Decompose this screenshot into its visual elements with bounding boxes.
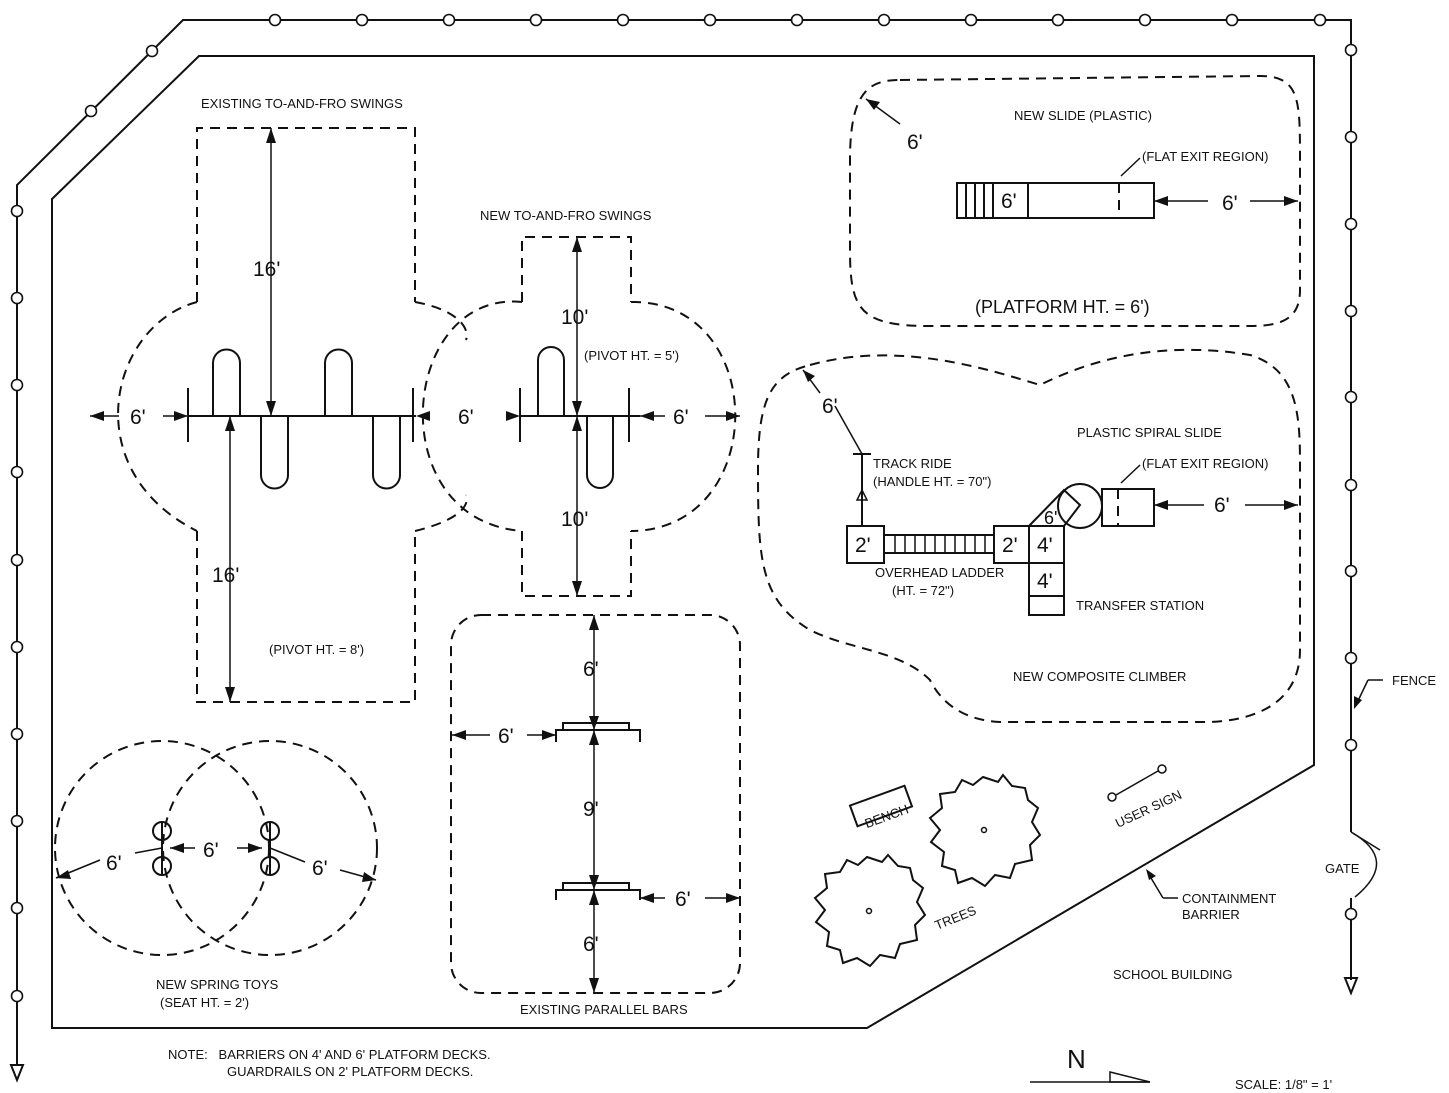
fence-end-arrow-left — [9, 1064, 25, 1083]
platform-ht-label: (PLATFORM HT. = 6') — [975, 297, 1150, 317]
bench — [848, 784, 914, 828]
dim-6-left: 6' — [130, 406, 146, 429]
dim-2-ladder-right: 2' — [1002, 534, 1018, 557]
dim-6-spring-right: 6' — [312, 857, 328, 880]
parallel-bars-label: EXISTING PARALLEL BARS — [520, 1002, 688, 1017]
new-slide-label: NEW SLIDE (PLASTIC) — [1014, 108, 1152, 123]
dim-6-bars-top: 6' — [583, 658, 599, 681]
new-swings-label: NEW TO-AND-FRO SWINGS — [480, 208, 652, 223]
fence-posts — [10, 13, 1358, 1003]
fence — [9, 13, 1359, 1083]
new-slide — [849, 74, 1301, 327]
dim-6-spring-middle: 6' — [203, 839, 219, 862]
track-ride-label: TRACK RIDE — [873, 456, 952, 471]
dimension-labels: 16' 16' 6' 6' 6' 10' 10' 6' 6' 6' 6' 6' … — [106, 131, 1238, 956]
gate-label: GATE — [1325, 861, 1360, 876]
dim-6-spiral-exit: 6' — [1214, 494, 1230, 517]
note-line-2: GUARDRAILS ON 2' PLATFORM DECKS. — [227, 1064, 473, 1079]
dim-6-spiral-deck: 6' — [1044, 508, 1057, 528]
scale-label: SCALE: 1/8" = 1' — [1235, 1077, 1332, 1092]
dim-10-lower: 10' — [561, 508, 588, 531]
dim-16-lower: 16' — [212, 564, 239, 587]
containment-label-2: BARRIER — [1182, 907, 1240, 922]
dim-6-bars-bottom: 6' — [583, 933, 599, 956]
dim-6-slide-corner: 6' — [907, 131, 923, 154]
dim-6-middle: 6' — [458, 406, 474, 429]
trees-label: TREES — [933, 903, 979, 933]
bench-label: BENCH — [863, 801, 911, 831]
pivot-ht-5-label: (PIVOT HT. = 5') — [584, 348, 679, 363]
dim-6-slide-deck: 6' — [1001, 190, 1017, 213]
spring-toys-label: NEW SPRING TOYS — [156, 977, 279, 992]
handle-ht-label: (HANDLE HT. = 70") — [873, 474, 991, 489]
user-sign — [1107, 764, 1167, 802]
pivot-ht-8-label: (PIVOT HT. = 8') — [269, 642, 364, 657]
dim-9-bars: 9' — [583, 798, 599, 821]
new-swings — [421, 236, 740, 597]
dim-6-spring-left: 6' — [106, 852, 122, 875]
dim-6-right: 6' — [673, 406, 689, 429]
seat-ht-label: (SEAT HT. = 2') — [160, 995, 249, 1010]
containment-barrier — [51, 55, 1315, 1029]
composite-climber-label: NEW COMPOSITE CLIMBER — [1013, 669, 1186, 684]
dim-4-lower: 4' — [1037, 570, 1053, 593]
flat-exit-label: (FLAT EXIT REGION) — [1142, 149, 1268, 164]
dim-10-upper: 10' — [561, 306, 588, 329]
user-sign-label: USER SIGN — [1113, 787, 1184, 831]
dim-4-upper: 4' — [1037, 534, 1053, 557]
fence-end-arrow-right — [1343, 977, 1359, 996]
dim-2-ladder-left: 2' — [855, 534, 871, 557]
dim-6-climber-corner: 6' — [822, 395, 838, 418]
fence-label: FENCE — [1392, 673, 1436, 688]
school-building-label: SCHOOL BUILDING — [1113, 967, 1232, 982]
gate — [1349, 831, 1381, 898]
overhead-ladder-label: OVERHEAD LADDER — [875, 565, 1004, 580]
transfer-station-label: TRANSFER STATION — [1076, 598, 1204, 613]
ladder-rungs — [894, 535, 986, 553]
ladder-ht-label: (HT. = 72") — [892, 583, 954, 598]
dim-16-upper: 16' — [253, 258, 280, 281]
existing-swings — [90, 127, 520, 703]
spiral-slide-label: PLASTIC SPIRAL SLIDE — [1077, 425, 1222, 440]
containment-label-1: CONTAINMENT — [1182, 891, 1276, 906]
parallel-bars — [450, 614, 741, 994]
note-line-1: NOTE: BARRIERS ON 4' AND 6' PLATFORM DEC… — [168, 1047, 491, 1062]
trees — [813, 773, 1042, 968]
labels: EXISTING TO-AND-FRO SWINGS NEW TO-AND-FR… — [156, 96, 1436, 1092]
spring-toys — [54, 740, 378, 956]
north-label: N — [1067, 1044, 1086, 1074]
flat-exit-label-2: (FLAT EXIT REGION) — [1142, 456, 1268, 471]
north-arrow — [1030, 1071, 1151, 1083]
dim-6-bars-right: 6' — [675, 888, 691, 911]
existing-swings-label: EXISTING TO-AND-FRO SWINGS — [201, 96, 403, 111]
dim-6-bars-left: 6' — [498, 725, 514, 748]
composite-climber — [756, 348, 1301, 723]
dim-6-slide-exit: 6' — [1222, 192, 1238, 215]
